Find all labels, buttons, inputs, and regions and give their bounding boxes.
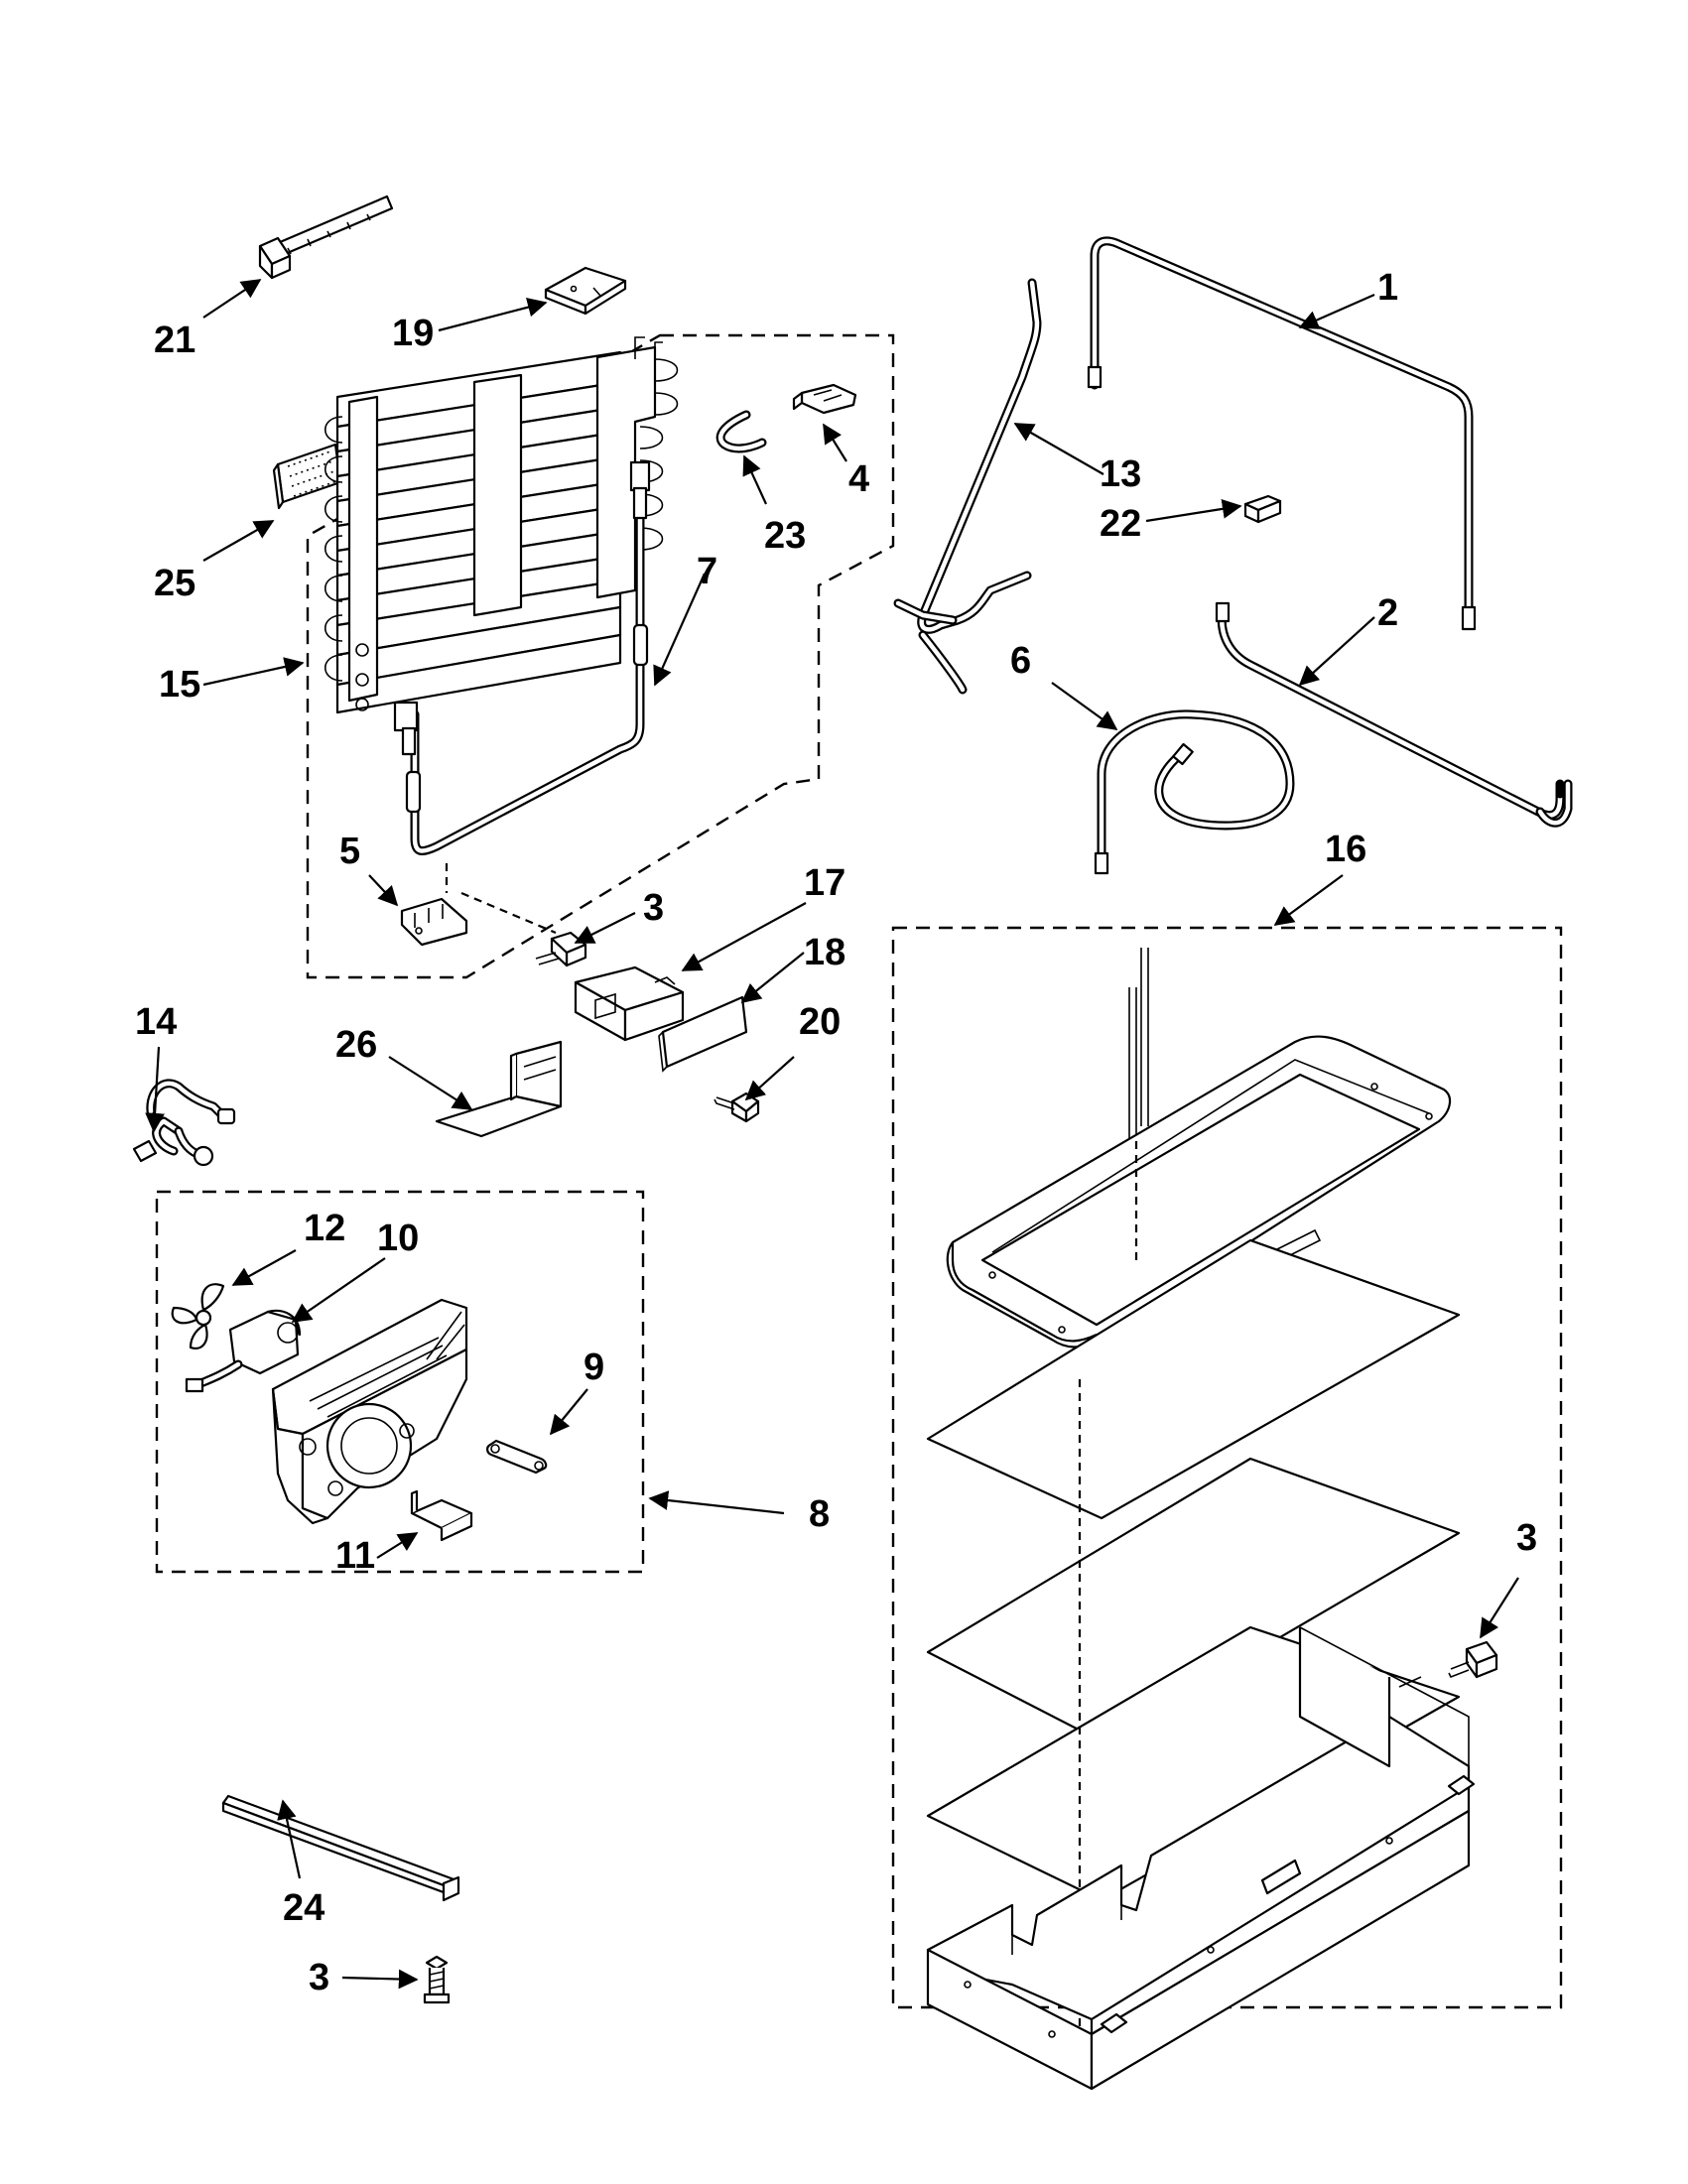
evaporator-part xyxy=(325,336,679,714)
callout-13: 13 xyxy=(1100,453,1141,495)
callout-7: 7 xyxy=(697,551,717,592)
bracket-box-part xyxy=(574,965,685,1042)
callout-20: 20 xyxy=(799,1001,841,1043)
callout-1: 1 xyxy=(1377,267,1398,309)
callout-3: 3 xyxy=(1516,1517,1537,1559)
fan-blade-part xyxy=(171,1283,225,1349)
tube-6-part xyxy=(1094,709,1295,875)
callout-19: 19 xyxy=(392,313,434,354)
drain-pan-part xyxy=(926,948,1476,2091)
callout-10: 10 xyxy=(377,1218,419,1259)
callout-17: 17 xyxy=(804,862,845,904)
callout-26: 26 xyxy=(335,1024,377,1066)
screw-part xyxy=(714,1092,760,1123)
callout-22: 22 xyxy=(1100,503,1141,545)
callout-9: 9 xyxy=(584,1347,604,1388)
shield-part xyxy=(435,1040,563,1138)
callout-3: 3 xyxy=(643,887,664,929)
callout-21: 21 xyxy=(154,320,195,361)
fan-motor-assembly-group-box xyxy=(155,1190,645,1574)
callout-labels: 1 2 3 3 3 4 5 6 7 8 9 10 11 12 13 14 15 … xyxy=(135,267,1537,1998)
clamp-part xyxy=(400,897,468,947)
callout-15: 15 xyxy=(159,664,200,706)
screw-part xyxy=(1448,1640,1498,1679)
fan-housing-part xyxy=(271,1298,468,1525)
evaporator-assembly-group-box xyxy=(306,333,895,979)
cover-plate-part xyxy=(658,995,748,1073)
clip-part xyxy=(715,410,767,453)
drain-tube-part xyxy=(893,278,1042,695)
callout-14: 14 xyxy=(135,1001,177,1043)
tube-1-part xyxy=(1087,236,1477,631)
callout-23: 23 xyxy=(764,515,806,557)
screw-part xyxy=(535,931,587,967)
pad-part xyxy=(544,266,627,316)
callout-24: 24 xyxy=(283,1887,325,1929)
callout-leaders xyxy=(145,279,1519,1990)
callout-4: 4 xyxy=(848,458,869,500)
callout-16: 16 xyxy=(1325,829,1366,870)
rail-part xyxy=(221,1794,460,1902)
bracket-part xyxy=(792,383,857,415)
cable-tie-part xyxy=(258,194,394,280)
fan-clip-part xyxy=(410,1489,473,1542)
callout-8: 8 xyxy=(809,1493,830,1535)
screw-part xyxy=(423,1955,451,2004)
callout-12: 12 xyxy=(304,1208,345,1249)
fan-motor-part xyxy=(185,1309,302,1393)
wire-harness-part xyxy=(132,1079,236,1167)
tube-clip-part xyxy=(1243,494,1282,524)
callout-18: 18 xyxy=(804,932,845,973)
callout-5: 5 xyxy=(339,831,360,872)
tube-2-part xyxy=(1215,601,1573,828)
callout-11: 11 xyxy=(335,1535,375,1577)
insulation-pad-part xyxy=(272,443,342,510)
link-part xyxy=(486,1439,548,1475)
heater-harness-part xyxy=(393,460,651,855)
callout-6: 6 xyxy=(1010,640,1031,682)
callout-3: 3 xyxy=(309,1957,329,1998)
callout-2: 2 xyxy=(1377,592,1398,634)
callout-25: 25 xyxy=(154,563,195,604)
